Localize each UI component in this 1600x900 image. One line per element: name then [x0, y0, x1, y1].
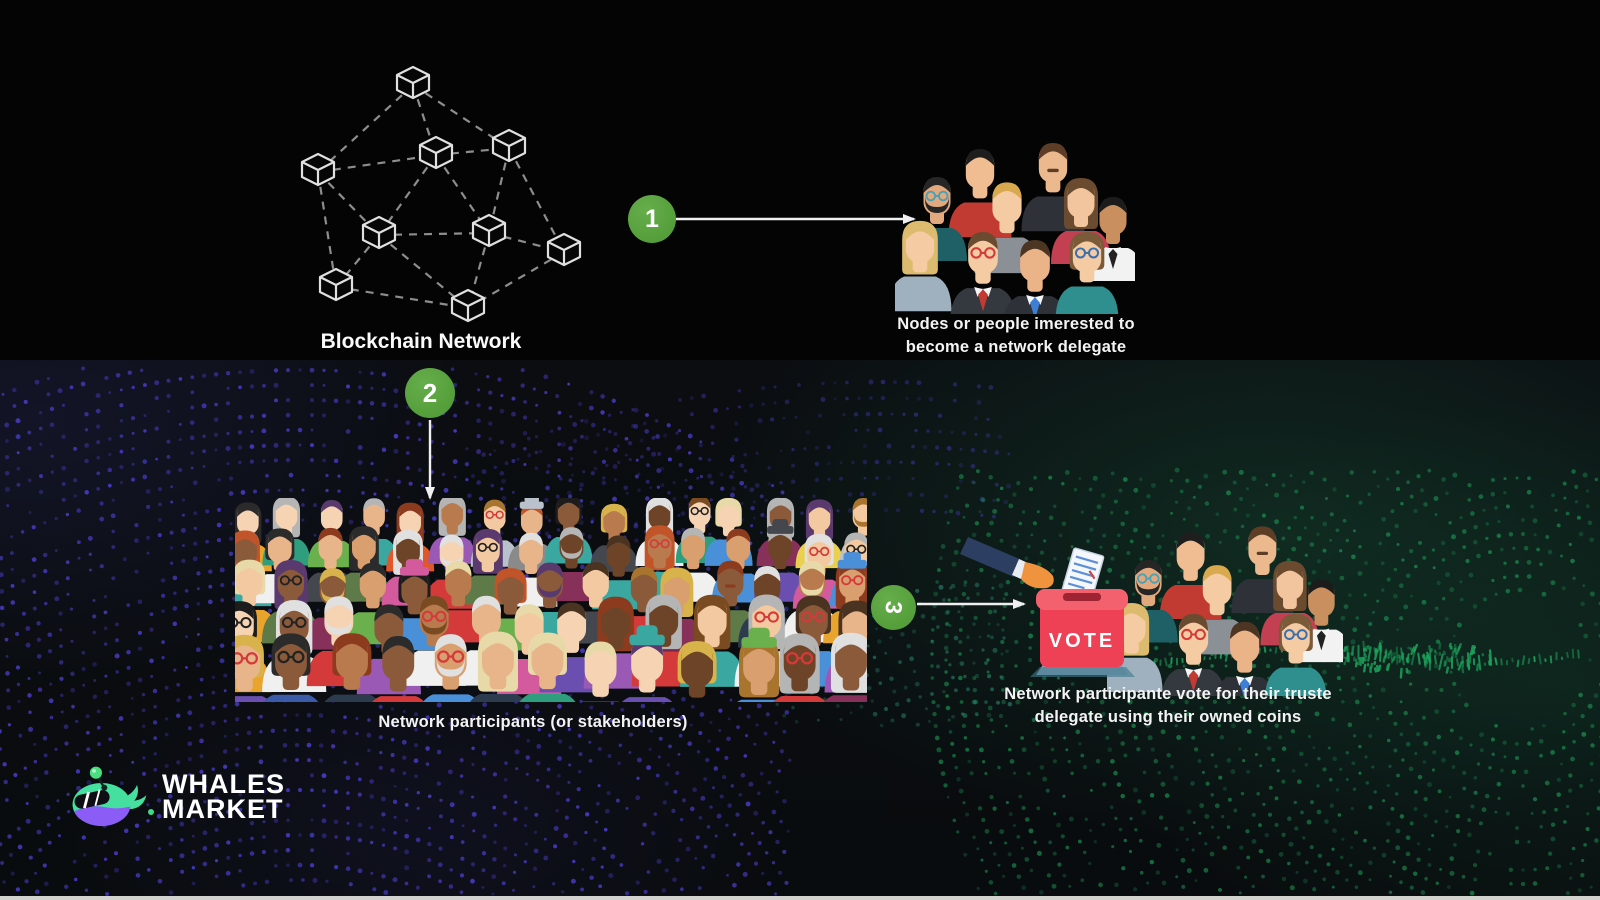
vote-caption: Network participante vote for their trus…	[948, 683, 1388, 729]
avatar	[1161, 613, 1226, 696]
ballot-box-body	[1040, 595, 1124, 667]
voter-cuff	[1012, 559, 1028, 579]
step-1-badge: 1	[628, 195, 676, 243]
avatar	[372, 635, 425, 702]
network-edge	[378, 231, 490, 237]
network-edge	[317, 153, 437, 174]
avatar	[470, 631, 526, 702]
cube-node	[318, 267, 354, 302]
step-2-number: 2	[422, 377, 438, 408]
logo-line1: WHALES	[162, 769, 285, 799]
avatar	[1004, 240, 1066, 314]
avatar	[1159, 532, 1222, 620]
delegates-group-illustration	[895, 143, 1135, 314]
network-edge	[378, 234, 469, 309]
cube-node	[300, 152, 336, 187]
avatar	[621, 625, 673, 702]
avatar	[737, 627, 782, 702]
cube-node	[450, 288, 486, 323]
logo-sparkle-icon	[148, 809, 154, 815]
avatar	[824, 632, 867, 702]
avatar	[324, 633, 380, 702]
whales-market-logo: WHALES MARKET	[66, 760, 285, 834]
ballot-paper	[1061, 547, 1105, 601]
avatar	[677, 641, 717, 698]
step-3-badge: 3	[871, 585, 916, 630]
network-edge	[335, 234, 380, 288]
vote-caption-line2: delegate using their owned coins	[1034, 708, 1302, 726]
avatar	[950, 232, 1016, 314]
ballot-slot	[1063, 593, 1101, 601]
avatar	[895, 220, 952, 312]
logo-wordmark: WHALES MARKET	[162, 769, 285, 824]
voter-hand	[1021, 562, 1054, 589]
whale-icon	[72, 766, 147, 826]
participants-crowd-illustration	[235, 498, 867, 702]
delegates-caption-line1: Nodes or people imerested to	[897, 315, 1135, 333]
step-2-badge: 2	[405, 368, 455, 418]
cube-node	[418, 135, 454, 170]
vote-caption-line1: Network participante vote for their trus…	[1004, 685, 1332, 703]
network-edge	[317, 84, 414, 173]
vote-box-label: VOTE	[1049, 630, 1115, 652]
voted-delegates-group-illustration	[1107, 526, 1343, 696]
step-1-number: 1	[645, 204, 659, 233]
logo-line2: MARKET	[162, 794, 284, 824]
delegates-caption-line2: become a network delegate	[905, 338, 1127, 356]
ballot-box-illustration: VOTE	[960, 537, 1135, 677]
bottom-edge-strip	[0, 896, 1600, 900]
avatar	[773, 633, 826, 702]
voter-sleeve	[960, 537, 1022, 577]
avatar	[582, 641, 620, 702]
cube-node	[395, 65, 431, 100]
avatar	[1265, 613, 1327, 696]
avatar	[519, 632, 576, 702]
avatar	[1055, 231, 1119, 314]
avatar	[423, 634, 479, 702]
cube-node	[471, 213, 507, 248]
participants-caption: Network participants (or stakeholders)	[378, 713, 688, 731]
blockchain-network-label: Blockchain Network	[320, 330, 522, 353]
step-3-number: 3	[880, 600, 908, 616]
avatar	[1214, 621, 1276, 696]
delegates-caption: Nodes or people imerested to become a ne…	[866, 313, 1166, 359]
cube-node	[546, 232, 582, 267]
network-edge	[508, 147, 565, 253]
cube-node	[491, 128, 527, 163]
cube-node	[361, 215, 397, 250]
avatar	[263, 633, 319, 702]
avatar	[235, 634, 271, 702]
network-edge	[316, 171, 338, 288]
network-edge	[335, 285, 469, 310]
ballot-box-shadow	[1030, 667, 1135, 677]
